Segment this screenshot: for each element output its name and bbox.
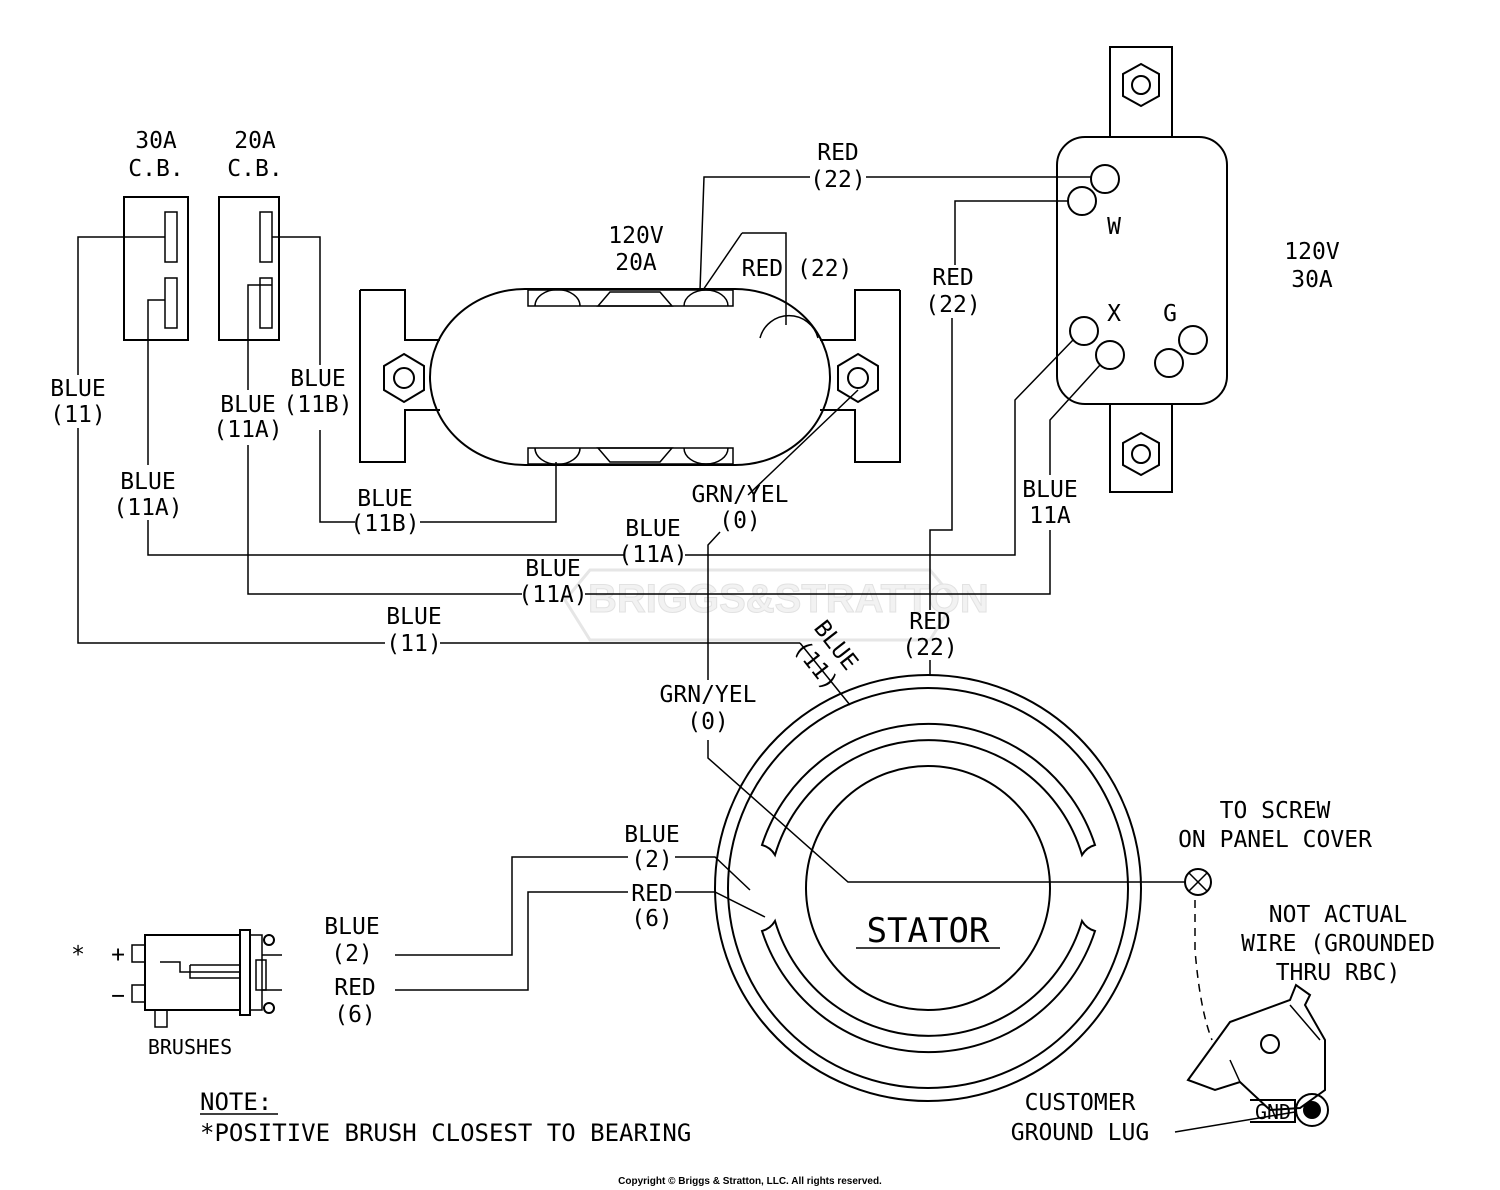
ground-lug: GND CUSTOMER GROUND LUG	[1011, 983, 1329, 1146]
blue2-stator-color: BLUE	[624, 822, 679, 848]
red22-right-num: (22)	[925, 292, 980, 318]
screw-note-line2: ON PANEL COVER	[1178, 827, 1372, 853]
outlet30-volts: 120V	[1284, 239, 1340, 265]
blue11b-cb-color: BLUE	[290, 366, 345, 392]
stator-label: STATOR	[867, 911, 990, 951]
grnyel-stator-num: (0)	[687, 709, 729, 735]
screw-note-line1: TO SCREW	[1220, 798, 1331, 824]
red6-stator-num: (6)	[631, 906, 673, 932]
breaker-30a: 30A C.B.	[123, 128, 189, 341]
brush-asterisk: *	[71, 942, 85, 968]
not-actual-line2: WIRE (GROUNDED	[1241, 931, 1435, 957]
blue11a-lower-num: (11A)	[518, 582, 587, 608]
note-text: *POSITIVE BRUSH CLOSEST TO BEARING	[200, 1119, 691, 1147]
blue11-bottom-num: (11)	[386, 631, 441, 657]
blue11a-lower-color: BLUE	[525, 556, 580, 582]
blue2-brush-color: BLUE	[324, 914, 379, 940]
blue11a-mid-color: BLUE	[625, 516, 680, 542]
blue11b-cb-num: (11B)	[283, 392, 352, 418]
blue11a-left-color: BLUE	[120, 469, 175, 495]
blue11a-mid-num: (11A)	[618, 542, 687, 568]
gnd-label: GND	[1255, 1100, 1291, 1124]
blue11a-cb-num: (11A)	[213, 417, 282, 443]
cb20-type: C.B.	[227, 156, 282, 182]
blue11-bottom-color: BLUE	[386, 604, 441, 630]
wire-runs	[77, 176, 1296, 1133]
cb20-amps: 20A	[234, 128, 276, 154]
red22-top-color: RED	[817, 140, 859, 166]
brush-minus: −	[111, 983, 125, 1009]
blue11a-right-num: 11A	[1029, 503, 1071, 529]
blue11a-cb-color: BLUE	[220, 392, 275, 418]
brush-plus: +	[111, 942, 125, 968]
red6-stator-color: RED	[631, 881, 673, 907]
blue2-stator-num: (2)	[631, 847, 673, 873]
blue11a-right-color: BLUE	[1022, 477, 1077, 503]
red22-stator-num: (22)	[902, 635, 957, 661]
brushes: * + − BRUSHES	[71, 929, 282, 1059]
red6-brush-color: RED	[334, 975, 376, 1001]
blue2-brush-num: (2)	[331, 941, 373, 967]
note-title: NOTE:	[200, 1088, 272, 1116]
panel-screw: TO SCREW ON PANEL COVER	[1178, 798, 1372, 896]
blue11b-bottom-num: (11B)	[350, 511, 419, 537]
ground-lug-line1: CUSTOMER	[1025, 1090, 1136, 1116]
brushes-label: BRUSHES	[148, 1035, 232, 1059]
red22-top-num: (22)	[810, 167, 865, 193]
red22-outlet: RED (22)	[742, 256, 853, 282]
not-actual-note: NOT ACTUAL WIRE (GROUNDED THRU RBC)	[1241, 902, 1435, 986]
watermark: BRIGGS&STRATTON	[563, 568, 989, 642]
terminal-g: G	[1163, 301, 1177, 327]
stator: STATOR	[714, 674, 1142, 1102]
blue11a-left-num: (11A)	[113, 495, 182, 521]
ground-lug-line2: GROUND LUG	[1011, 1120, 1149, 1146]
outlet20-amps: 20A	[615, 250, 657, 276]
grnyel-stator-color: GRN/YEL	[660, 682, 757, 708]
wire-labels: RED (22) RED (22) RED (22) BLUE (11) BLU…	[50, 140, 1077, 1028]
blue11b-bottom-color: BLUE	[357, 486, 412, 512]
terminal-w: W	[1107, 214, 1121, 240]
outlet20-volts: 120V	[608, 223, 664, 249]
outlet-120v-30a: W X G 120V 30A	[1056, 46, 1340, 493]
terminal-x: X	[1107, 301, 1121, 327]
red22-stator-color: RED	[909, 609, 951, 635]
copyright: Copyright © Briggs & Stratton, LLC. All …	[618, 1176, 882, 1187]
red6-brush-num: (6)	[334, 1002, 376, 1028]
grnyel-top-num: (0)	[719, 508, 761, 534]
cb30-amps: 30A	[135, 128, 177, 154]
grnyel-top-color: GRN/YEL	[692, 482, 789, 508]
red22-right-color: RED	[932, 265, 974, 291]
not-actual-line3: THRU RBC)	[1276, 960, 1401, 986]
blue11-left-color: BLUE	[50, 376, 105, 402]
blue11-left-num: (11)	[50, 402, 105, 428]
cb30-type: C.B.	[128, 156, 183, 182]
not-actual-line1: NOT ACTUAL	[1269, 902, 1407, 928]
note: NOTE: *POSITIVE BRUSH CLOSEST TO BEARING	[200, 1088, 691, 1147]
outlet30-amps: 30A	[1291, 267, 1333, 293]
outlet-120v-20a: 120V 20A	[359, 223, 901, 466]
breaker-20a: 20A C.B.	[218, 128, 283, 341]
watermark-text: BRIGGS&STRATTON	[588, 577, 989, 621]
